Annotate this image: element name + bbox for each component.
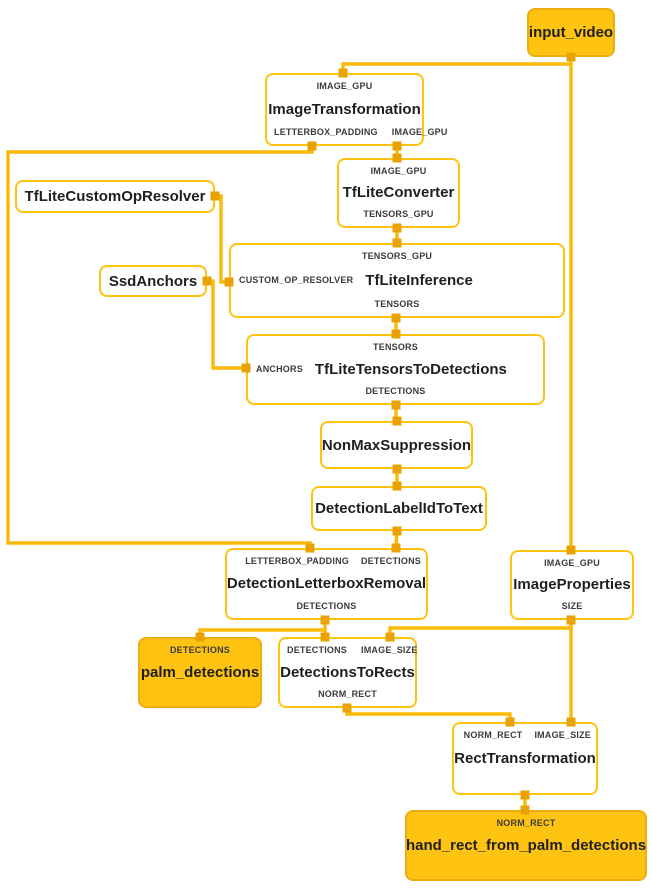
node-input-video[interactable]: input_video xyxy=(527,8,615,57)
node-tflite-converter[interactable]: IMAGE_GPU TfLiteConverter TENSORS_GPU xyxy=(337,158,460,228)
edge-label-id-to-text-to-letterbox-removal xyxy=(394,530,399,549)
port-label-detections: DETECTIONS xyxy=(360,556,421,566)
node-image-transformation[interactable]: IMAGE_GPU ImageTransformation LETTERBOX_… xyxy=(265,73,447,146)
port-label-tensors: TENSORS xyxy=(374,299,420,309)
node-title: DetectionsToRects xyxy=(280,663,415,681)
node-detections-to-rects[interactable]: DETECTIONS IMAGE_SIZE DetectionsToRects … xyxy=(278,637,417,708)
node-title: input_video xyxy=(528,24,614,41)
edge-letterbox-removal-to-palm-detections xyxy=(198,628,325,637)
port-label-detections: DETECTIONS xyxy=(287,645,348,655)
node-tflite-inference[interactable]: TENSORS_GPU CUSTOM_OP_RESOLVER TfLiteInf… xyxy=(229,243,565,318)
port-label-letterbox-padding: LETTERBOX_PADDING xyxy=(245,556,349,566)
port-label-detections: DETECTIONS xyxy=(365,386,426,396)
node-title: TfLiteConverter xyxy=(342,184,455,201)
node-detection-label-id-to-text[interactable]: DetectionLabelIdToText xyxy=(311,486,487,531)
node-detection-letterbox-removal[interactable]: LETTERBOX_PADDING DETECTIONS DetectionLe… xyxy=(225,548,428,620)
port-label-letterbox-padding: LETTERBOX_PADDING xyxy=(274,127,378,137)
edge-norm-rect-to-rect-transformation xyxy=(345,708,512,722)
port-label-norm-rect: NORM_RECT xyxy=(318,689,377,699)
port-label-size: SIZE xyxy=(561,601,583,611)
node-ssd-anchors[interactable]: SsdAnchors xyxy=(99,265,207,297)
port-label-image-size: IMAGE_SIZE xyxy=(534,730,591,740)
node-title: hand_rect_from_palm_detections xyxy=(405,836,647,854)
port-label-detections: DETECTIONS xyxy=(296,601,357,611)
node-title: DetectionLetterboxRemoval xyxy=(226,575,427,592)
edge-size-to-detections-to-rects xyxy=(388,626,571,637)
node-title: ImageProperties xyxy=(513,576,631,593)
port-label-detections: DETECTIONS xyxy=(169,645,230,655)
node-non-max-suppression[interactable]: NonMaxSuppression xyxy=(320,421,473,469)
node-tflite-custom-op-resolver[interactable]: TfLiteCustomOpResolver xyxy=(15,180,215,213)
node-rect-transformation[interactable]: NORM_RECT IMAGE_SIZE RectTransformation xyxy=(452,722,598,795)
edge-input-video-to-image-transformation xyxy=(341,62,571,73)
port-label-image-gpu: IMAGE_GPU xyxy=(316,81,373,91)
node-title: TfLiteCustomOpResolver xyxy=(24,188,206,205)
node-palm-detections[interactable]: DETECTIONS palm_detections xyxy=(138,637,262,708)
node-title: palm_detections xyxy=(140,663,260,681)
node-image-properties[interactable]: IMAGE_GPU ImageProperties SIZE xyxy=(510,550,634,620)
port-label-norm-rect: NORM_RECT xyxy=(496,818,556,828)
port-label-image-size: IMAGE_SIZE xyxy=(361,645,418,655)
port-label-norm-rect: NORM_RECT xyxy=(463,730,523,740)
node-title: NonMaxSuppression xyxy=(321,436,472,454)
node-title: SsdAnchors xyxy=(108,272,198,290)
port-label-tensors-gpu: TENSORS_GPU xyxy=(361,251,433,261)
node-hand-rect-from-palm-detections[interactable]: NORM_RECT hand_rect_from_palm_detections xyxy=(405,810,647,881)
port-label-anchors: ANCHORS xyxy=(256,364,303,374)
port-label-image-gpu: IMAGE_GPU xyxy=(391,127,448,137)
port-label-tensors: TENSORS xyxy=(373,342,418,352)
node-tflite-tensors-to-detections[interactable]: TENSORS ANCHORS TfLiteTensorsToDetection… xyxy=(246,334,545,405)
port-label-tensors-gpu: TENSORS_GPU xyxy=(363,209,434,219)
port-label-custom-op-resolver: CUSTOM_OP_RESOLVER xyxy=(239,275,354,285)
node-title: RectTransformation xyxy=(454,749,596,767)
port-label-image-gpu: IMAGE_GPU xyxy=(544,558,600,568)
node-title: ImageTransformation xyxy=(268,100,421,118)
edge-custom-op-resolver-to-inference xyxy=(215,194,229,284)
port-label-image-gpu: IMAGE_GPU xyxy=(370,166,427,176)
node-title: TfLiteInference xyxy=(365,271,473,289)
node-title: TfLiteTensorsToDetections xyxy=(314,360,507,378)
node-title: DetectionLabelIdToText xyxy=(315,500,483,517)
